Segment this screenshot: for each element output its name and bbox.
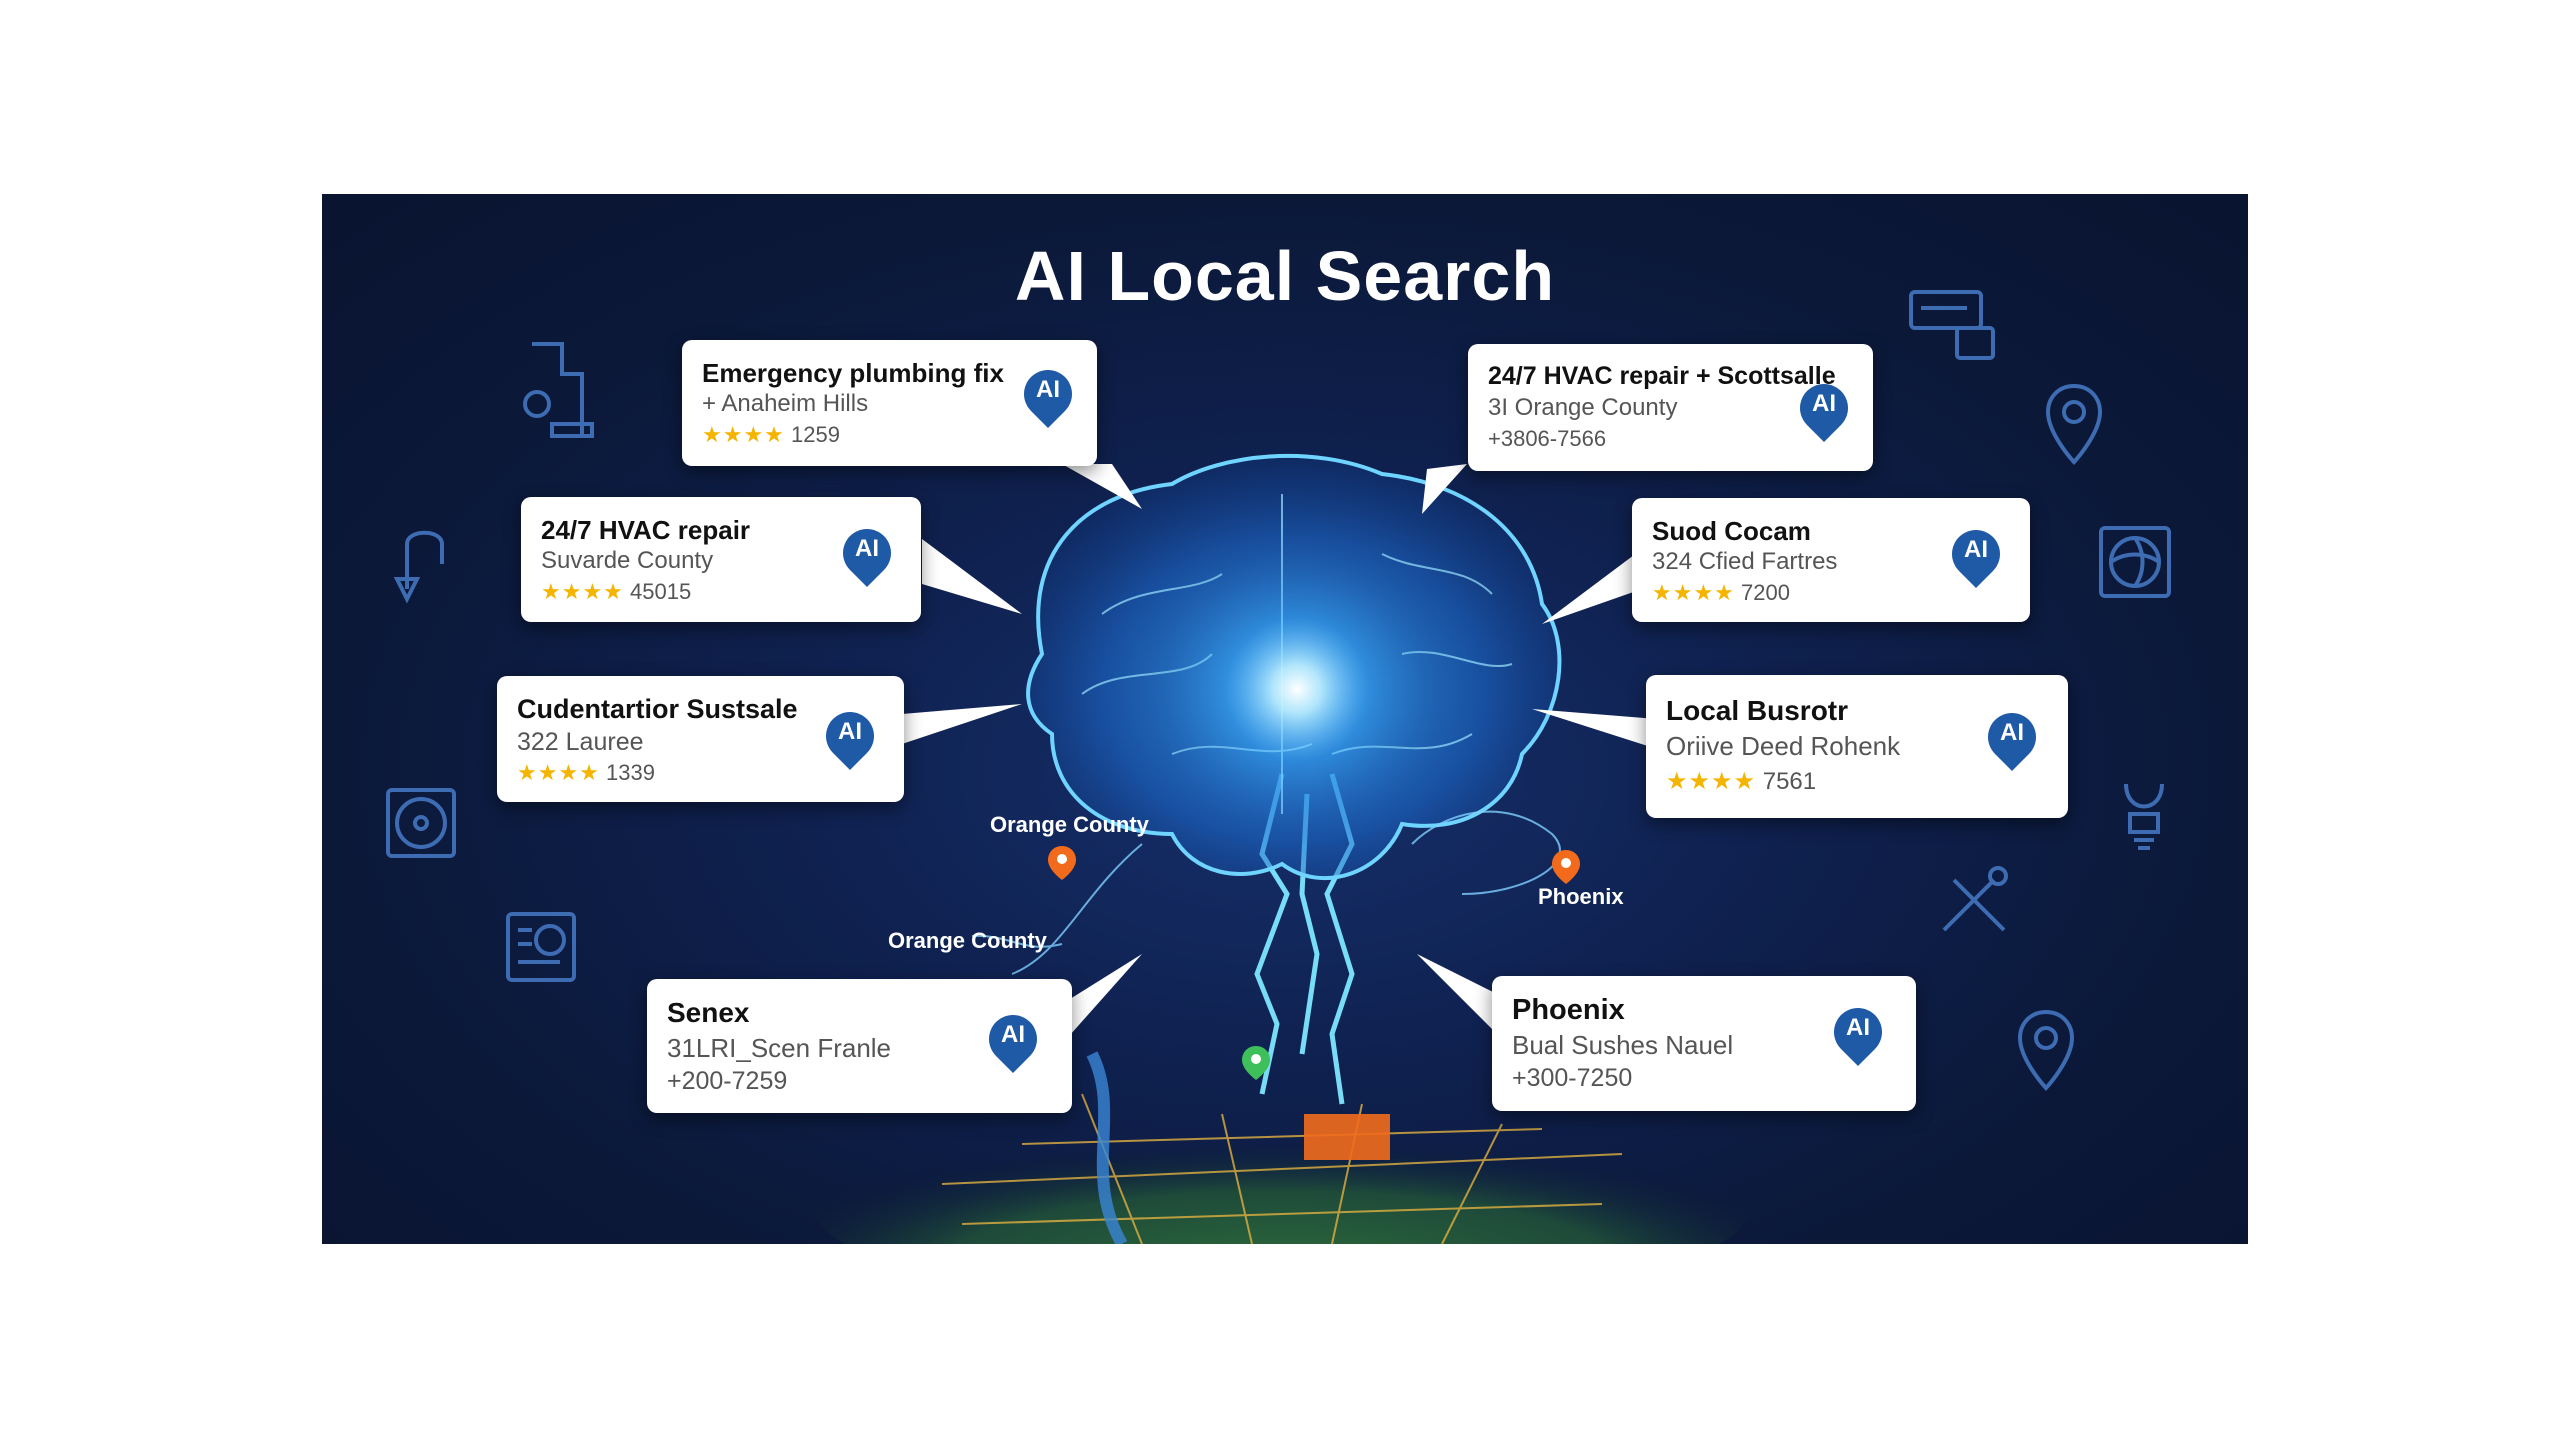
result-card[interactable]: Local Busrotr Oriive Deed Rohenk ★★★★ 75… (1646, 675, 2068, 818)
location-pin-icon (2045, 383, 2103, 465)
card-rating: ★★★★ 7200 (1652, 580, 1790, 606)
fan-unit-icon (386, 788, 456, 858)
tools-icon (1942, 866, 2008, 932)
card-tails (902, 464, 1657, 1044)
card-location: + Anaheim Hills (702, 390, 869, 417)
card-rating: ★★★★ 45015 (541, 579, 691, 605)
ai-pin-icon: AI (1824, 998, 1892, 1066)
river (1086, 1051, 1128, 1244)
card-title: Phoenix (1512, 994, 1625, 1026)
location-pin-icon (1552, 850, 1580, 884)
control-panel-icon (506, 912, 576, 982)
card-location: Oriive Deed Rohenk (1666, 731, 1901, 761)
fan-icon (2099, 526, 2171, 598)
star-rating-icon: ★★★★ (517, 760, 600, 785)
card-detail: +200-7259 (667, 1067, 788, 1095)
card-detail: 1339 (606, 760, 655, 785)
card-title: 24/7 HVAC repair + Scottsalle (1488, 362, 1836, 390)
card-detail: +300-7250 (1512, 1064, 1633, 1092)
card-detail: 45015 (630, 579, 692, 604)
result-card[interactable]: Senex 31LRI_Scen Franle +200-7259 AI (647, 979, 1072, 1113)
card-title: Suod Cocam (1652, 516, 1811, 546)
brain-map-graphic (812, 453, 1752, 1244)
ai-pin-icon: AI (1790, 374, 1858, 442)
card-location: 322 Lauree (517, 728, 644, 756)
route-lines (971, 810, 1561, 975)
ai-pin-icon: AI (1942, 520, 2010, 588)
highlighted-district (1304, 1114, 1390, 1160)
ai-pin-icon: AI (979, 1005, 1047, 1073)
geo-label-orange-county-upper: Orange County (990, 812, 1149, 837)
result-card[interactable]: 24/7 HVAC repair + Scottsalle 3I Orange … (1468, 344, 1873, 471)
card-location: Bual Sushes Nauel (1512, 1030, 1734, 1060)
result-card[interactable]: 24/7 HVAC repair Suvarde County ★★★★ 450… (521, 497, 921, 622)
ai-pin-icon: AI (833, 519, 901, 587)
star-rating-icon: ★★★★ (1652, 580, 1735, 605)
star-rating-icon: ★★★★ (1666, 768, 1757, 795)
star-rating-icon: ★★★★ (541, 579, 624, 604)
location-pin-icon (2017, 1009, 2075, 1091)
card-title: Local Busrotr (1666, 695, 1849, 726)
card-location: 3I Orange County (1488, 394, 1678, 421)
card-detail: 7561 (1762, 768, 1817, 795)
card-detail: 7200 (1741, 580, 1790, 605)
brain-core-glow (1137, 529, 1457, 849)
hero-illustration: AI Local Search Emergency plumbing fix +… (322, 194, 2248, 1244)
card-location: 324 Cfied Fartres (1652, 548, 1838, 575)
card-title: 24/7 HVAC repair (541, 515, 751, 545)
page-title: AI Local Search (1014, 237, 1556, 315)
ai-pin-icon: AI (1014, 360, 1082, 428)
map-roads (941, 1093, 1623, 1244)
card-rating: ★★★★ 1339 (517, 760, 655, 786)
geo-label-phoenix: Phoenix (1538, 884, 1624, 909)
faucet-icon (393, 530, 444, 604)
card-location: 31LRI_Scen Franle (667, 1033, 892, 1063)
result-card[interactable]: Suod Cocam 324 Cfied Fartres ★★★★ 7200 A… (1632, 498, 2030, 622)
card-location: Suvarde County (541, 547, 714, 574)
card-title: Emergency plumbing fix (702, 358, 1004, 388)
bulb-icon (2124, 783, 2164, 850)
map-marker-icon (1242, 1046, 1270, 1080)
result-card[interactable]: Cudentartior Sustsale 322 Lauree ★★★★ 13… (497, 676, 904, 802)
star-rating-icon: ★★★★ (702, 422, 785, 447)
air-conditioner-icon (1909, 290, 1995, 360)
ai-pin-icon: AI (1978, 703, 2046, 771)
geo-label-orange-county-lower: Orange County (888, 928, 1047, 953)
card-rating: ★★★★ 1259 (702, 422, 840, 448)
result-card[interactable]: Phoenix Bual Sushes Nauel +300-7250 AI (1492, 976, 1916, 1111)
result-card[interactable]: Emergency plumbing fix + Anaheim Hills ★… (682, 340, 1097, 466)
location-pin-icon (1048, 846, 1076, 880)
card-title: Cudentartior Sustsale (517, 694, 798, 724)
card-detail: 1259 (791, 422, 840, 447)
ai-pin-icon: AI (816, 702, 884, 770)
card-title: Senex (667, 997, 750, 1028)
pipe-wrench-icon (523, 342, 594, 438)
card-detail: +3806-7566 (1488, 426, 1607, 451)
card-rating: ★★★★ 7561 (1666, 767, 1816, 796)
